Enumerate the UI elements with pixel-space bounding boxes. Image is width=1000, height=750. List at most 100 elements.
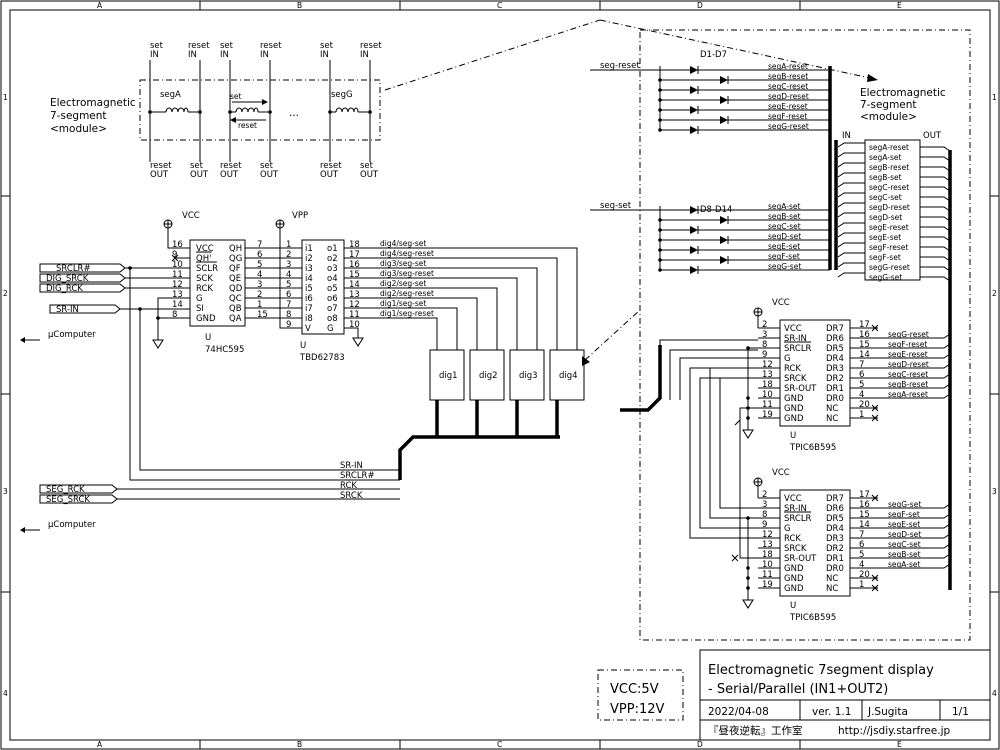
pin-num: 1 [257, 300, 262, 310]
mod-label: OUT [320, 170, 339, 180]
pin-num: 8 [172, 310, 177, 320]
junction [658, 268, 662, 272]
junction [658, 218, 662, 222]
pin-name: DR0 [826, 394, 844, 404]
module-r-in: IN [842, 131, 851, 141]
pin-name: G [784, 354, 791, 364]
pin-name: G [327, 324, 334, 334]
module-title-1: Electromagnetic [50, 97, 136, 109]
pin-num: 14 [349, 280, 360, 290]
pin-num: 10 [349, 320, 360, 330]
pin-name: GND [784, 584, 804, 594]
pin-num: 19 [762, 580, 773, 590]
pin-name: DR5 [826, 344, 844, 354]
row-label: 1 [3, 93, 8, 102]
mod-label: IN [320, 50, 329, 60]
module-pin-label: segD-set [869, 213, 902, 222]
pin-name: QH [229, 244, 242, 254]
diode [720, 216, 728, 224]
pin-num: 18 [762, 380, 773, 390]
module-r-title-3: <module> [860, 111, 917, 123]
module-pin-wire [837, 252, 951, 262]
seg-set-label: seg-set [600, 201, 632, 211]
pin-name: VCC [784, 494, 802, 504]
title-2: - Serial/Parallel (IN1+OUT2) [708, 682, 888, 697]
pin-name: i1 [305, 244, 313, 254]
coil-reset-label: reset [238, 121, 257, 130]
diode [690, 86, 698, 94]
pin-num: 5 [859, 550, 864, 560]
pin-name: RCK [784, 364, 801, 374]
diode [690, 266, 698, 274]
pin-name: SRCK [784, 374, 807, 384]
junction [658, 88, 662, 92]
pin-name: o8 [327, 314, 338, 324]
pin-num: 2 [257, 290, 262, 300]
pin-name: DR6 [826, 334, 844, 344]
module-r-title-2: 7-segment [860, 99, 917, 111]
module-pin-label: segE-reset [869, 223, 909, 232]
tpic-net-label: segD-reset [888, 360, 929, 369]
vcc-wire [754, 308, 762, 328]
diode-net-label: segF-reset [768, 112, 807, 121]
coil-set-label: set [230, 92, 242, 101]
pin-name: i8 [305, 314, 313, 324]
pin-name: GND [196, 314, 216, 324]
td-output-label: dig3/seg-set [380, 259, 426, 268]
pin-num: 9 [762, 520, 767, 530]
pin-name: SCK [196, 274, 213, 284]
tpic-net-label: segE-set [888, 520, 920, 529]
module-pin-label: segD-reset [869, 203, 910, 212]
mod-label: OUT [260, 170, 279, 180]
net-wire [878, 533, 951, 539]
coil-label-a: segA [160, 90, 181, 100]
note-vpp: VPP:12V [610, 702, 664, 717]
net-wire [878, 353, 951, 359]
nc-mark [871, 584, 879, 592]
tpic-net-label: segA-set [888, 560, 920, 569]
pin-name: GND [784, 414, 804, 424]
mod-label: IN [188, 50, 197, 60]
junction [658, 108, 662, 112]
pin-num: 16 [859, 500, 870, 510]
tpic-net-label: segB-reset [888, 380, 928, 389]
pin-num: 13 [172, 290, 183, 300]
tpic-ref: U [790, 601, 796, 611]
tpic-net-label: segC-set [888, 540, 921, 549]
module-pin-wire [837, 142, 951, 152]
junction [658, 78, 662, 82]
pin-num: 4 [859, 560, 864, 570]
pin-num: 12 [349, 300, 360, 310]
diode-net-label: segD-set [768, 232, 801, 241]
digit-1: dig1 [439, 371, 458, 381]
diode [720, 116, 728, 124]
bus-sr-in: SR-IN [340, 461, 363, 471]
pin-num: 13 [349, 290, 360, 300]
pin-name: DR4 [826, 524, 844, 534]
pin-name: DR1 [826, 554, 844, 564]
pin-num: 7 [859, 530, 864, 540]
digit-3: dig3 [519, 371, 538, 381]
diode [690, 226, 698, 234]
module-detail: Electromagnetic 7-segment <module> set I… [50, 19, 878, 180]
tpic-net-label: segF-set [888, 510, 920, 519]
pin-num: 11 [349, 310, 360, 320]
pin-num: 11 [762, 570, 773, 580]
bus-srck: SRCK [340, 491, 363, 501]
diode-net-label: segF-set [768, 252, 800, 261]
mod-label: reset [150, 161, 172, 171]
net-wire [878, 543, 951, 549]
pin-name: DR5 [826, 514, 844, 524]
pin-num: 18 [349, 240, 360, 250]
net-wire [878, 393, 951, 399]
pin-name: NC [826, 584, 838, 594]
pin-name: NC [826, 404, 838, 414]
pin-num: 15 [859, 340, 870, 350]
pin-name: SR-IN [784, 334, 807, 344]
diode-net-label: segD-reset [768, 92, 809, 101]
pin-name: RCK [196, 284, 213, 294]
mod-label: IN [150, 50, 159, 60]
junction [658, 258, 662, 262]
pin-num: 9 [286, 320, 291, 330]
